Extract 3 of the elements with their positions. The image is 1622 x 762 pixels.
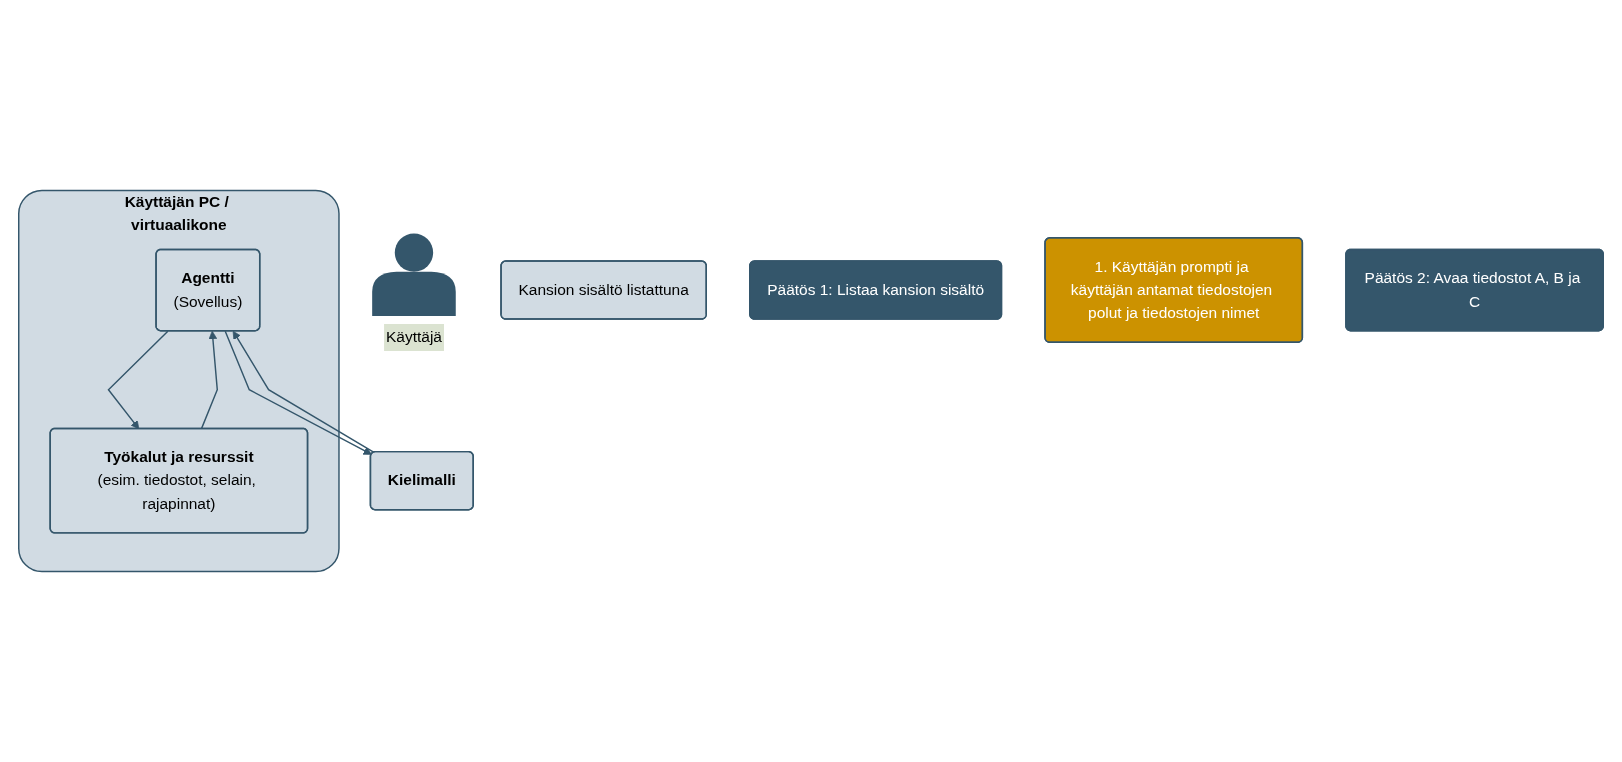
arrow (200, 330, 219, 430)
arrow (107, 330, 169, 430)
node-label: Käyttäjä (386, 328, 442, 346)
